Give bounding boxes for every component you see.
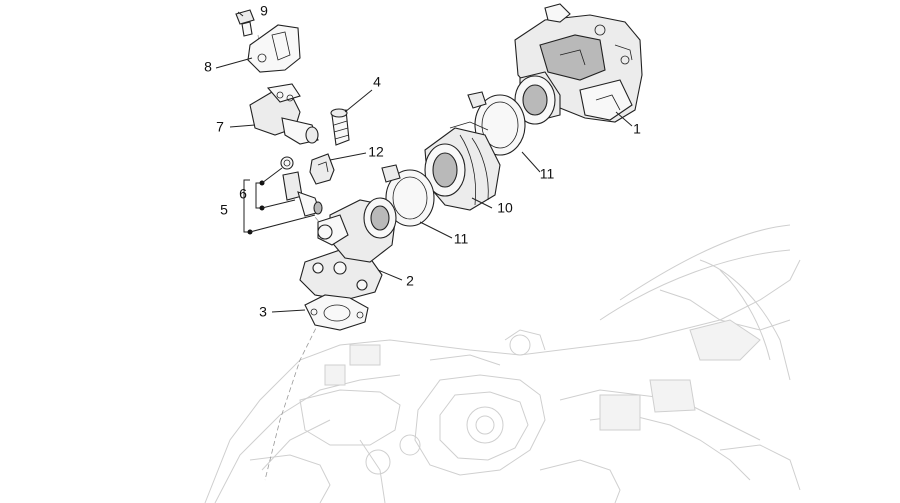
part-screw: [235, 9, 255, 37]
callout-1: 1: [633, 121, 641, 137]
callout-5: 5: [220, 202, 228, 218]
callout-2: 2: [406, 273, 414, 289]
engine-background-ghost: [204, 224, 801, 503]
part-bolt: [330, 108, 350, 146]
part-intake-manifold: [299, 197, 397, 301]
part-bracket: [247, 24, 301, 73]
callout-4: 4: [373, 74, 381, 90]
callout-11-lower: 11: [454, 231, 469, 247]
part-gasket: [304, 294, 369, 331]
leader-lines: [215, 11, 633, 313]
part-throttle-body: [514, 3, 643, 125]
callout-9: 9: [260, 3, 268, 19]
part-injector-seals: [280, 156, 323, 217]
callout-8: 8: [204, 59, 212, 75]
part-intake-sleeve: [424, 121, 501, 211]
callout-10: 10: [497, 200, 513, 216]
part-hose-clamp-lower: [381, 164, 435, 227]
callout-3: 3: [259, 304, 267, 320]
callout-7: 7: [216, 119, 224, 135]
callout-11-upper: 11: [540, 166, 555, 182]
callout-6: 6: [239, 186, 247, 202]
callout-labels: 1 2 3 4 5 6 7 8 9 10 11 11 12: [204, 3, 641, 320]
callout-bracket-5-6: [243, 167, 316, 235]
part-clip: [309, 153, 335, 185]
part-fuel-injector: [249, 83, 319, 145]
callout-12: 12: [368, 144, 384, 160]
